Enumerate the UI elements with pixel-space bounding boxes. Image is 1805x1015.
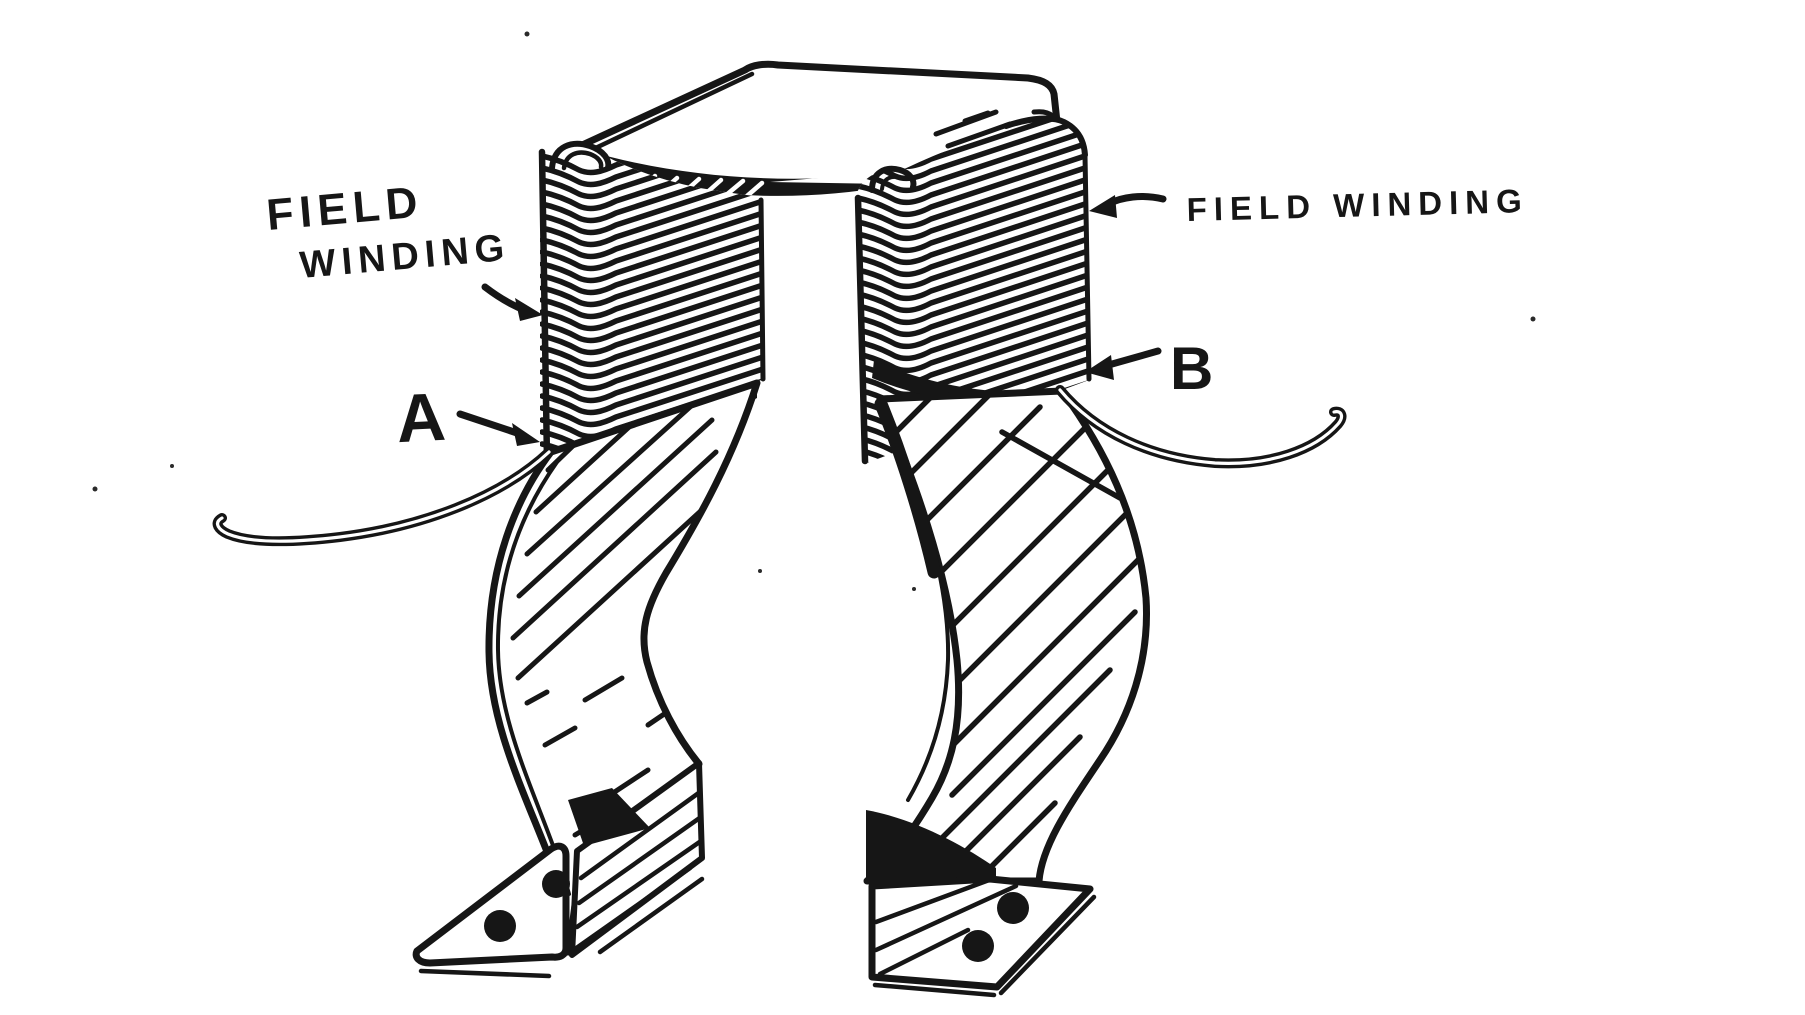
left-foot-thickness-line (418, 968, 552, 979)
left-foot-hole (542, 870, 570, 898)
arrow-terminal-b-icon (1085, 347, 1162, 380)
right-coil-curl (869, 165, 917, 193)
lead-wire-a (212, 447, 554, 547)
label-terminal-b: B (1170, 335, 1213, 402)
right-foot-thickness-line (872, 982, 997, 998)
arrow-right-field-winding-icon (1089, 193, 1167, 218)
right-pole-foot-shadow (866, 810, 996, 884)
right-foot (868, 875, 1097, 998)
left-pole-piece (485, 379, 761, 958)
right-coil-top-edge (1003, 115, 1088, 158)
lead-wire-b (1055, 385, 1347, 469)
left-pole-foot-shadow (568, 788, 650, 846)
right-foot-side-hatch (873, 879, 1019, 977)
right-pole-inner-shadow (874, 397, 941, 579)
right-foot-thickness-line (998, 894, 1097, 996)
arrow-terminal-a-icon (456, 410, 540, 446)
left-foot-hole (484, 910, 516, 942)
right-coil-right-edge (1082, 153, 1092, 382)
left-coil-right-edge (758, 197, 766, 382)
left-coil-left-edge (538, 148, 551, 464)
right-pole-piece (863, 387, 1150, 885)
plate-surface-dashes (933, 109, 1013, 149)
left-pole-side-face (568, 760, 705, 958)
arrow-left-field-winding-icon (481, 283, 543, 321)
label-field-winding-left-line1: FIELD (265, 177, 426, 240)
left-coil-curl (549, 140, 612, 171)
left-pole-edge-line (495, 460, 571, 896)
label-terminal-a: A (394, 379, 447, 457)
scan-speck (92, 31, 1536, 591)
right-foot-hole (962, 930, 994, 962)
label-field-winding-left-line2: WINDING (298, 227, 512, 287)
right-foot-hole (997, 892, 1029, 924)
left-foot (412, 842, 570, 979)
plate-edge-highlight (770, 172, 892, 184)
right-coil-left-edge (854, 194, 869, 465)
label-field-winding-right: FIELD WINDING (1186, 182, 1529, 228)
